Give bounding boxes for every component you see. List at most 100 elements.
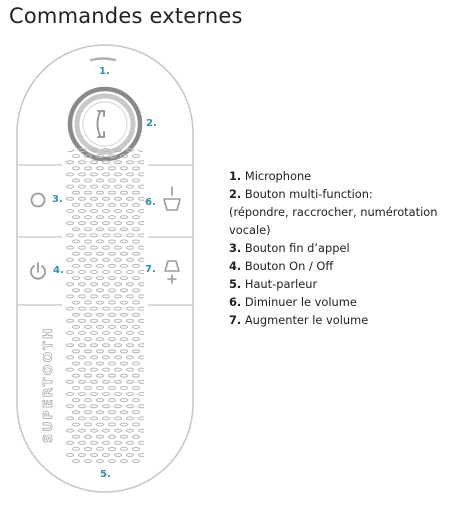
speaker-hole	[89, 160, 99, 165]
speaker-hole	[137, 404, 144, 409]
speaker-hole	[95, 373, 105, 378]
speaker-hole	[83, 276, 93, 281]
callout-end-call: 3.	[52, 194, 63, 205]
callout-microphone: 1.	[99, 66, 110, 77]
speaker-hole	[71, 324, 81, 329]
speaker-hole	[125, 428, 135, 433]
speaker-hole	[125, 172, 135, 177]
speaker-hole	[125, 282, 135, 287]
speaker-hole	[77, 367, 87, 372]
speaker-hole	[66, 331, 75, 335]
speaker-hole	[113, 294, 123, 299]
speaker-hole	[95, 324, 105, 329]
speaker-hole	[107, 312, 117, 317]
speaker-hole	[131, 422, 141, 427]
speaker-hole	[125, 233, 135, 238]
speaker-hole	[113, 355, 123, 360]
speaker-hole	[137, 428, 144, 433]
speaker-hole	[71, 446, 81, 451]
speaker-hole	[71, 190, 81, 195]
speaker-hole	[89, 209, 99, 213]
speaker-hole	[113, 172, 123, 177]
speaker-hole	[113, 331, 123, 335]
speaker-hole	[77, 270, 87, 274]
speaker-hole	[113, 379, 123, 384]
speaker-hole	[89, 392, 99, 396]
speaker-hole	[101, 282, 111, 287]
speaker-hole	[77, 404, 87, 409]
speaker-hole	[77, 221, 87, 226]
speaker-hole	[107, 422, 117, 427]
speaker-hole	[101, 318, 111, 323]
speaker-hole	[107, 349, 117, 354]
speaker-hole	[83, 300, 93, 305]
speaker-hole	[77, 233, 87, 238]
speaker-hole	[101, 148, 111, 152]
speaker-hole	[66, 282, 75, 287]
legend-item-speaker: 5. Haut-parleur	[229, 277, 318, 291]
speaker-hole	[83, 385, 93, 390]
speaker-hole	[77, 184, 87, 189]
speaker-hole	[77, 428, 87, 433]
speaker-hole	[77, 392, 87, 396]
legend-item-multifunction-detail: (répondre, raccrocher, numérotation voca…	[229, 205, 438, 237]
speaker-hole	[95, 337, 105, 342]
end-call-icon	[30, 192, 46, 208]
speaker-hole	[113, 160, 123, 165]
speaker-hole	[137, 367, 144, 372]
speaker-hole	[125, 294, 135, 299]
speaker-hole	[101, 233, 111, 238]
speaker-hole	[101, 379, 111, 384]
speaker-hole	[131, 410, 141, 415]
speaker-hole	[113, 404, 123, 409]
speaker-hole	[89, 257, 99, 262]
speaker-hole	[77, 172, 87, 177]
legend-item-volume-up: 7. Augmenter le volume	[229, 313, 369, 327]
speaker-hole	[89, 282, 99, 287]
speaker-hole	[71, 154, 81, 159]
speaker-hole	[107, 263, 117, 268]
speaker-hole	[113, 343, 123, 348]
speaker-hole	[137, 172, 144, 177]
speaker-hole	[83, 263, 93, 268]
speaker-hole	[95, 190, 105, 195]
speaker-hole	[107, 202, 117, 207]
speaker-hole	[83, 324, 93, 329]
speaker-hole	[137, 355, 144, 360]
speaker-hole	[66, 392, 75, 396]
speaker-hole	[125, 404, 135, 409]
speaker-hole	[71, 276, 81, 281]
speaker-hole	[137, 282, 144, 287]
speaker-hole	[101, 440, 111, 445]
speaker-hole	[119, 154, 129, 159]
speaker-hole	[71, 361, 81, 366]
speaker-hole	[95, 446, 105, 451]
speaker-hole	[66, 233, 75, 238]
callout-multifunction: 2.	[146, 118, 157, 129]
speaker-hole	[107, 373, 117, 378]
speaker-hole	[83, 227, 93, 232]
speaker-hole	[71, 178, 81, 183]
speaker-hole	[77, 416, 87, 421]
speaker-hole	[71, 373, 81, 378]
speaker-hole	[83, 446, 93, 451]
speaker-hole	[66, 306, 75, 311]
speaker-hole	[77, 318, 87, 323]
speaker-hole	[119, 459, 129, 464]
speaker-hole	[113, 233, 123, 238]
speaker-hole	[95, 422, 105, 427]
speaker-hole	[113, 428, 123, 433]
speaker-hole	[77, 440, 87, 445]
device-body	[16, 44, 194, 493]
speaker-hole	[71, 349, 81, 354]
speaker-hole	[119, 239, 129, 244]
speaker-hole	[89, 245, 99, 250]
speaker-hole	[131, 398, 141, 403]
speaker-hole	[83, 178, 93, 183]
speaker-hole	[66, 221, 75, 226]
speaker-hole	[77, 355, 87, 360]
speaker-hole	[137, 416, 144, 421]
speaker-hole	[125, 221, 135, 226]
speaker-hole	[83, 288, 93, 293]
speaker-hole	[71, 227, 81, 232]
